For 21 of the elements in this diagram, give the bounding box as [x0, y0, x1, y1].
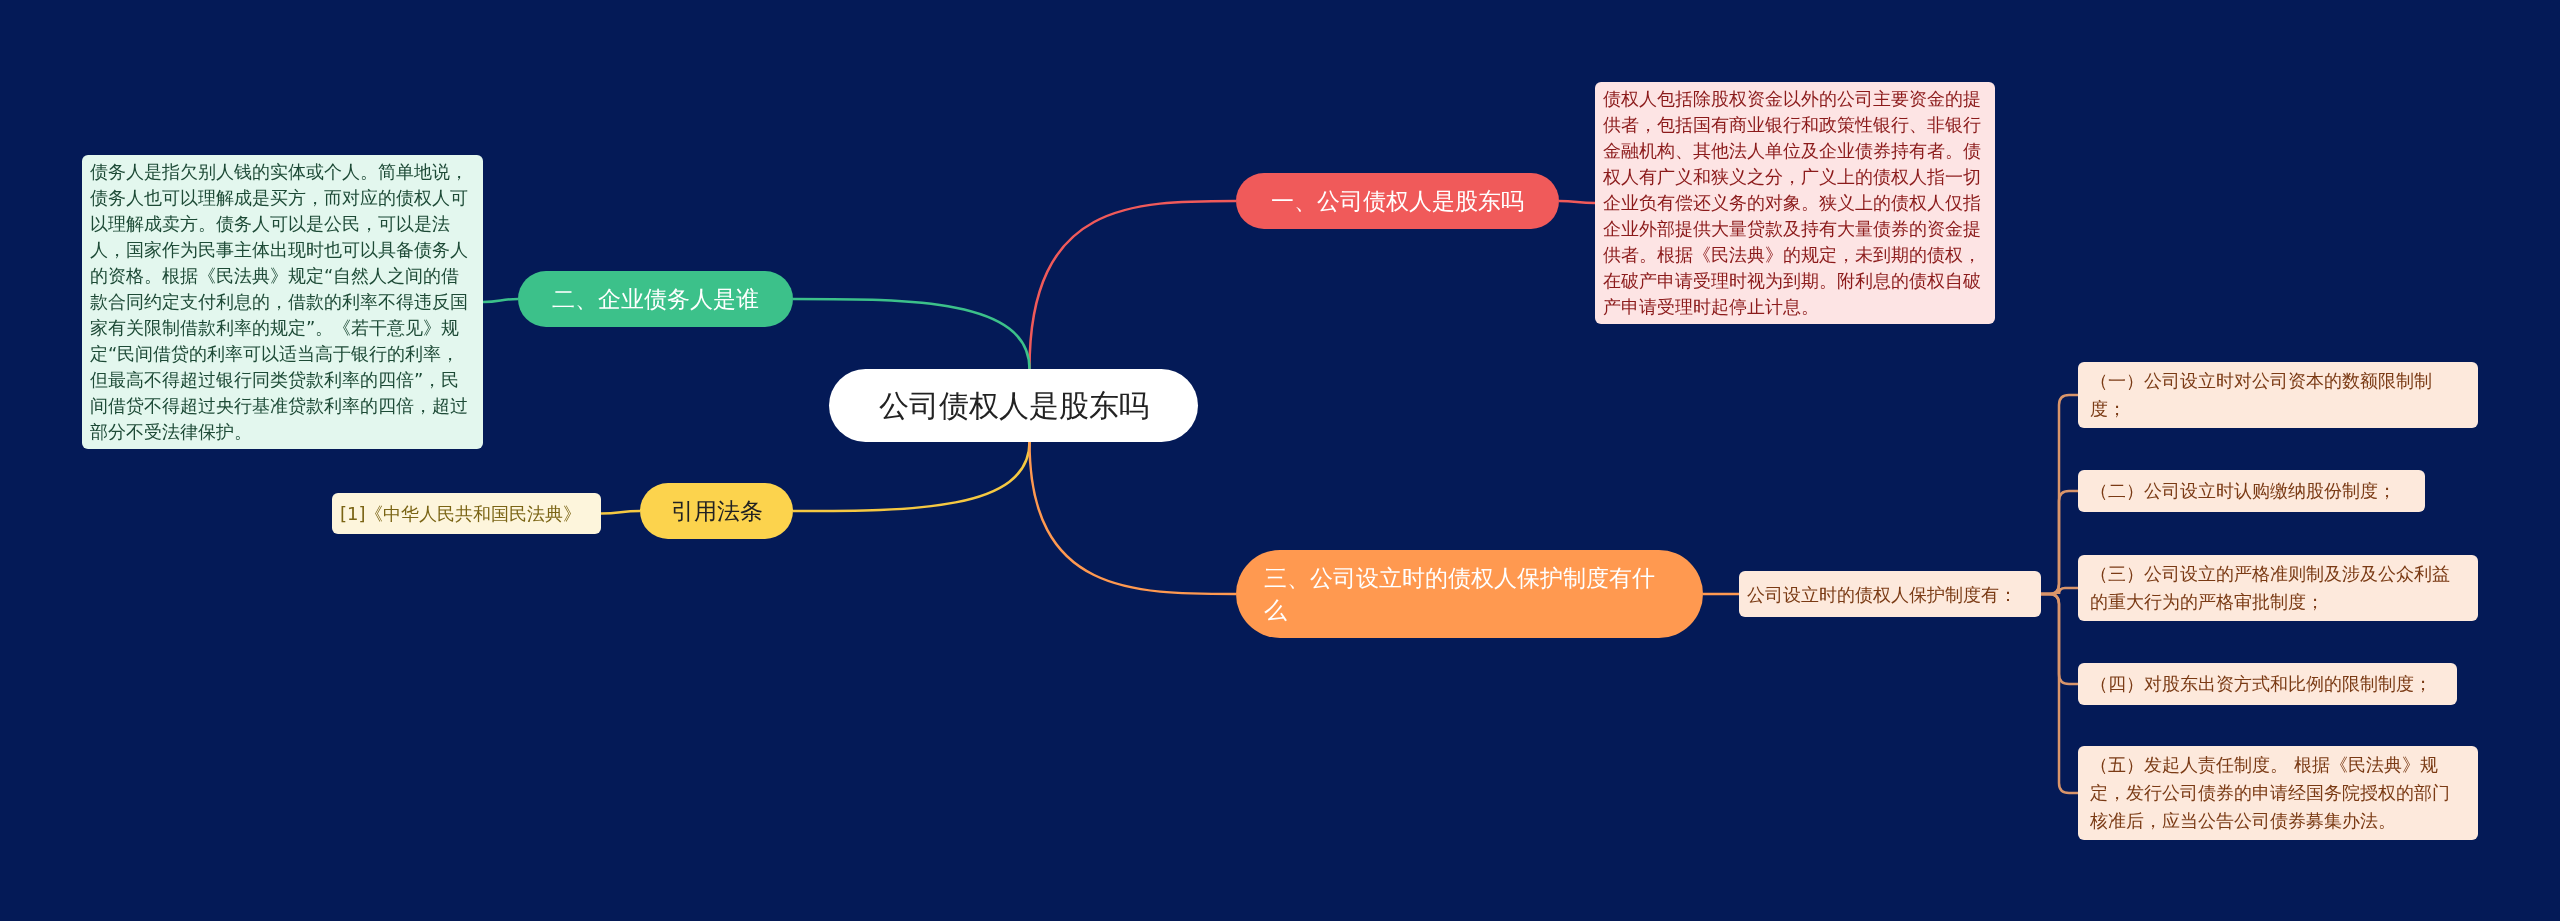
- list-item: （四）对股东出资方式和比例的限制制度；: [2078, 663, 2457, 705]
- list-item: （一）公司设立时对公司资本的数额限制制度；: [2078, 362, 2478, 428]
- branch-topic: 一、公司债权人是股东吗: [1236, 173, 1559, 229]
- branch-topic: 二、企业债务人是谁: [518, 271, 793, 327]
- central-topic: 公司债权人是股东吗: [829, 369, 1198, 442]
- connector-line: [1559, 199, 1595, 205]
- branch-topic: 三、公司设立时的债权人保护制度有什么: [1236, 550, 1703, 638]
- subtopic: 公司设立时的债权人保护制度有：: [1739, 571, 2041, 617]
- note-text: 债务人是指欠别人钱的实体或个人。简单地说，债务人也可以理解成是买方，而对应的债权人可以理解成卖方。债务人可以是公民，可以是法人，国家作为民事主体出现时也可以具备债务人的资格。根据《民法典》规定“自然人之间的借款合同约定支付利息的，借款的利率不得违反国家有关限制借款利率的规定”。《若干意见》规定“民间借贷的利率可以适当高于银行的利率，但最高不得超过银行同类贷款利率的四倍”，民间借贷不得超过央行基准贷款利率的四倍，超过部分不受法律保护。: [82, 155, 483, 449]
- reference-text: [1]《中华人民共和国民法典》: [332, 493, 601, 534]
- list-item: （二）公司设立时认购缴纳股份制度；: [2078, 470, 2425, 512]
- connector-line: [601, 509, 640, 515]
- connector-line: [2041, 592, 2078, 795]
- branch-topic: 引用法条: [640, 483, 793, 539]
- connector-line: [1703, 592, 1739, 596]
- connector-line: [1028, 441, 1236, 596]
- note-text: 债权人包括除股权资金以外的公司主要资金的提供者，包括国有商业银行和政策性银行、非银行金融机构、其他法人单位及企业债券持有者。债权人有广义和狭义之分，广义上的债权人指一切企业负有偿还义务的对象。狭义上的债权人仅指企业外部提供大量贷款及持有大量债券的资金提供者。根据《民法典》的规定，未到期的债权，在破产申请受理时视为到期。附利息的债权自破产申请受理时起停止计息。: [1595, 82, 1995, 324]
- list-item: （三）公司设立的严格准则制及涉及公众利益的重大行为的严格审批制度；: [2078, 555, 2478, 621]
- list-item: （五）发起人责任制度。 根据《民法典》规定，发行公司债券的申请经国务院授权的部门核准后，应当公告公司债券募集办法。: [2078, 746, 2478, 840]
- connector-line: [483, 297, 518, 304]
- connector-line: [793, 297, 1031, 370]
